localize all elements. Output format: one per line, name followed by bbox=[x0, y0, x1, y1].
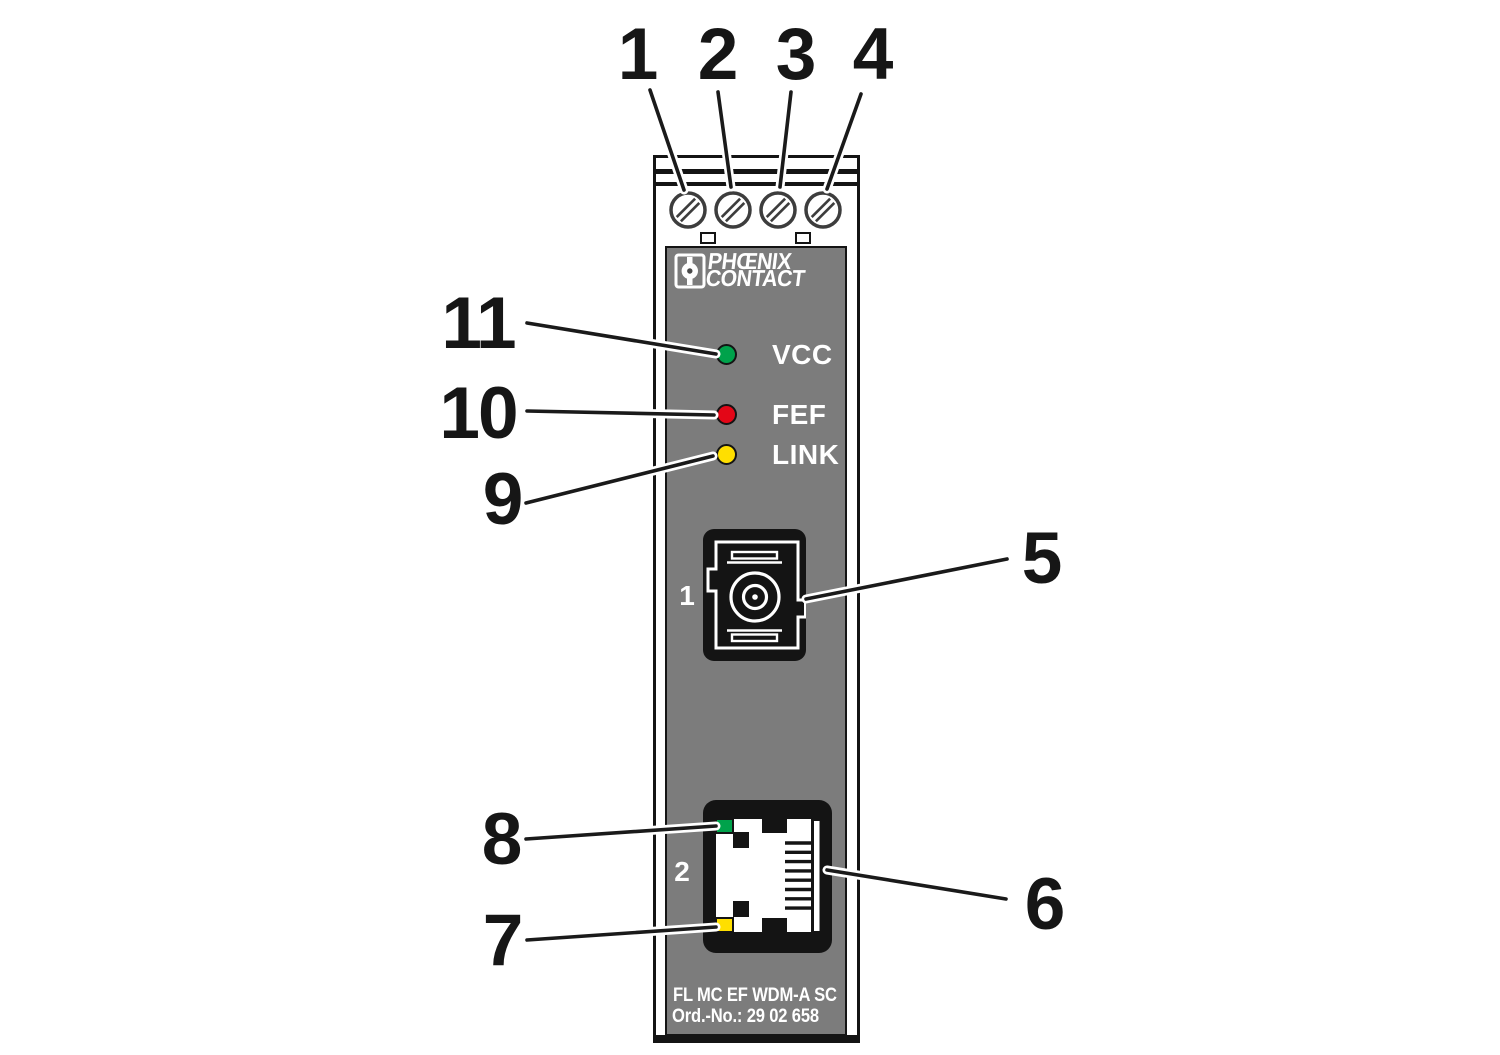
callout-label-10: 10 bbox=[439, 373, 518, 454]
port-2-label: 2 bbox=[674, 856, 690, 887]
port-1-label: 1 bbox=[679, 580, 695, 611]
callout-label-11: 11 bbox=[441, 283, 516, 364]
fef-led-label: FEF bbox=[772, 399, 827, 430]
callout-label-9: 9 bbox=[482, 459, 524, 540]
vcc-led-label: VCC bbox=[772, 339, 833, 370]
rj45-yellow-led-icon bbox=[715, 917, 734, 933]
terminal-tab-left bbox=[700, 232, 716, 244]
callout-label-8: 8 bbox=[481, 799, 523, 880]
callout-label-2: 2 bbox=[697, 14, 739, 95]
callout-label-3: 3 bbox=[775, 14, 817, 95]
link-led-label: LINK bbox=[772, 439, 840, 470]
rj45-green-led-icon bbox=[715, 818, 734, 834]
nameplate-line2: Ord.-No.: 29 02 658 bbox=[672, 1005, 819, 1027]
terminal-screw-1 bbox=[669, 191, 707, 229]
vcc-led-icon bbox=[716, 344, 737, 365]
terminal-screw-4 bbox=[804, 191, 842, 229]
terminal-screw-2 bbox=[714, 191, 752, 229]
callout-label-7: 7 bbox=[482, 900, 524, 981]
terminal-screw-3 bbox=[759, 191, 797, 229]
link-led-icon bbox=[716, 444, 737, 465]
sc-port-face-icon bbox=[706, 540, 806, 650]
callout-label-4: 4 bbox=[852, 14, 894, 95]
callout-label-6: 6 bbox=[1024, 864, 1066, 945]
terminal-clamp-line-upper bbox=[656, 169, 857, 174]
rj45-jack-icon bbox=[715, 818, 820, 933]
device-bottom-edge bbox=[653, 1035, 860, 1043]
callout-label-1: 1 bbox=[617, 14, 659, 95]
terminal-tab-right bbox=[795, 232, 811, 244]
callout-label-5: 5 bbox=[1021, 518, 1063, 599]
brand-logo-icon bbox=[674, 253, 706, 289]
brand-wordmark: PHŒNIX CONTACT bbox=[704, 248, 808, 291]
nameplate-line1: FL MC EF WDM-A SC bbox=[673, 984, 837, 1006]
terminal-clamp-line-lower bbox=[656, 182, 857, 186]
brand-line2: CONTACT bbox=[704, 264, 807, 291]
fef-led-icon bbox=[716, 404, 737, 425]
